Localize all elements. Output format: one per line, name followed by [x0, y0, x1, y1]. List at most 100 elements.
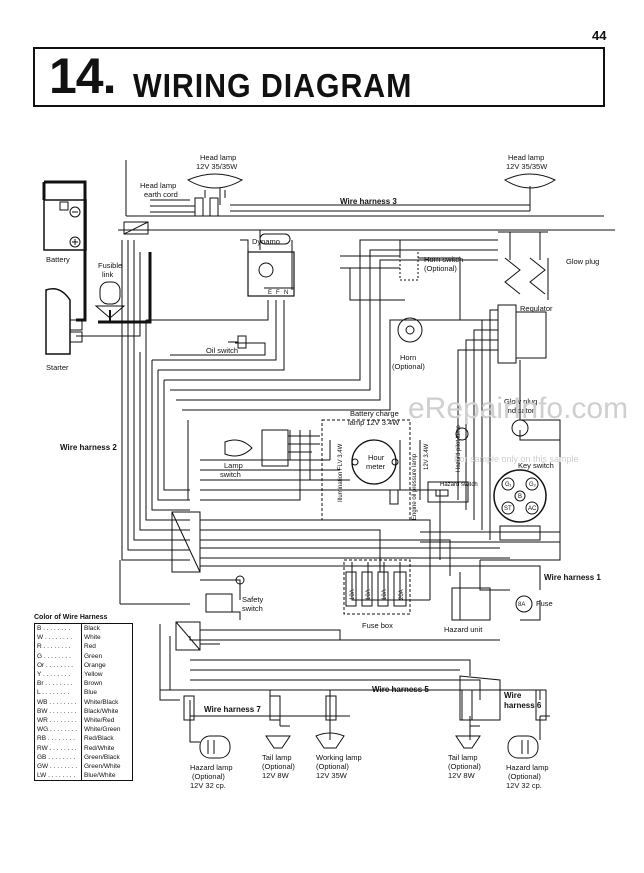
- hazard-lamp-left: [199, 735, 231, 759]
- legend-row: LW . . . . . . . .Blue/White: [34, 771, 133, 781]
- legend-row: GW . . . . . . . .Green/White: [34, 761, 133, 771]
- label-hazard-lamp-l2: (Optional): [192, 772, 225, 781]
- components: [43, 173, 557, 759]
- label-horn-1: Horn: [400, 353, 416, 362]
- fuse-2-rating: 10A: [366, 589, 372, 600]
- label-battery: Battery: [46, 255, 70, 264]
- label-battery-charge-2: lamp 12V 3.4W: [348, 418, 400, 427]
- label-regulator: Regulator: [520, 304, 553, 313]
- label-horn-2: (Optional): [392, 362, 425, 371]
- wire-color-legend: Color of Wire Harness B . . . . . . . .B…: [34, 614, 133, 782]
- label-working-lamp-2: (Optional): [316, 762, 349, 771]
- label-working-lamp-3: 12V 35W: [316, 771, 348, 780]
- label-starter: Starter: [46, 363, 69, 372]
- label-tail-lamp-l3: 12V 8W: [262, 771, 290, 780]
- label-hazard-lamp-r3: 12V 32 cp.: [506, 781, 542, 790]
- hazard-lamp-right: [507, 735, 539, 759]
- legend-row: Y . . . . . . . .Yellow: [34, 669, 133, 680]
- label-tail-lamp-r1: Tail lamp: [448, 753, 478, 762]
- legend-color-name: White/Black: [84, 698, 119, 706]
- fuse-box-body: [343, 559, 411, 615]
- label-wire-harness-2: Wire harness 2: [60, 443, 117, 452]
- hazard-unit-body: [451, 587, 491, 621]
- watermark: eRepairInfo.com: [408, 392, 629, 425]
- legend-color-name: Green/White: [84, 762, 121, 770]
- legend-code: BW . . . . . . . .: [34, 706, 82, 716]
- tail-lamp-right: [455, 735, 481, 749]
- label-oil-switch: Oil switch: [206, 346, 238, 355]
- label-hazard-lamp-r2: (Optional): [508, 772, 541, 781]
- glow-indicator-body: [511, 419, 529, 437]
- fuse-4-rating: 20A: [399, 589, 405, 600]
- legend-color-name: Green/Black: [84, 753, 120, 761]
- legend-row: BW . . . . . . . .Black/White: [34, 706, 133, 716]
- label-wire-harness-6a: Wire: [504, 691, 522, 700]
- legend-color-name: Orange: [84, 661, 106, 669]
- legend-code: L . . . . . . . .: [34, 688, 82, 698]
- label-head-lamp-left-spec: 12V 35/35W: [196, 162, 238, 171]
- page-title: WIRING DIAGRAM: [133, 67, 413, 104]
- label-wire-harness-6b: harness 6: [504, 701, 542, 710]
- label-tail-lamp-l2: (Optional): [262, 762, 295, 771]
- label-glow-ind-1: Glow plug: [504, 397, 537, 406]
- label-hour-meter-1: Hour: [368, 453, 385, 462]
- legend-color-name: White/Red: [84, 716, 115, 724]
- wires: [42, 160, 615, 743]
- legend-code: Br . . . . . . . .: [34, 679, 82, 689]
- key-terminal-st: ST: [504, 506, 512, 512]
- legend-row: GB . . . . . . . .Green/Black: [34, 752, 133, 762]
- legend-row: W . . . . . . . .White: [34, 633, 133, 643]
- key-terminal-b: B: [518, 494, 522, 500]
- label-oil-pressure-spec: 12V 3.4W: [424, 443, 430, 470]
- label-head-lamp-left: Head lamp: [200, 153, 236, 162]
- title-box: 14. WIRING DIAGRAM: [33, 47, 605, 107]
- label-horn-switch-1: Horn switch: [424, 255, 463, 264]
- legend-color-name: Red/White: [84, 744, 115, 752]
- legend-color-name: Black: [84, 625, 100, 633]
- legend-color-name: Green: [84, 652, 103, 660]
- label-hazard-unit: Hazard unit: [444, 625, 483, 634]
- label-wire-harness-3: Wire harness 3: [340, 197, 397, 206]
- legend-code: WB . . . . . . . .: [34, 697, 82, 707]
- label-battery-charge-1: Battery charge: [350, 409, 399, 418]
- head-lamp-right: [503, 173, 557, 189]
- fuse-8a-rating: 8A: [518, 602, 525, 608]
- label-hazard-pilot: Hazard pilot lamp: [456, 425, 462, 472]
- label-fuse-box: Fuse box: [362, 621, 393, 630]
- section-number: 14.: [49, 48, 117, 104]
- label-wire-harness-5: Wire harness 5: [372, 685, 429, 694]
- label-horn-switch-2: (Optional): [424, 264, 457, 273]
- label-glow-plug: Glow plug: [566, 257, 599, 266]
- label-earth-cord-2: earth cord: [144, 190, 178, 199]
- legend-color-name: Yellow: [84, 671, 103, 679]
- legend-color-name: Brown: [84, 680, 103, 688]
- label-head-lamp-right-spec: 12V 35/35W: [506, 162, 548, 171]
- dynamo-terminal-n: N: [284, 290, 288, 296]
- component-labels: Head lamp 12V 35/35W Head lamp 12V 35/35…: [46, 153, 601, 790]
- page-number: 44: [592, 28, 607, 43]
- legend-row: WB . . . . . . . .White/Black: [34, 697, 133, 707]
- label-safety-2: switch: [242, 604, 263, 613]
- legend-code: R . . . . . . . .: [34, 642, 82, 652]
- label-hazard-lamp-l3: 12V 32 cp.: [190, 781, 226, 790]
- tail-lamp-left: [265, 735, 291, 749]
- legend-code: GW . . . . . . . .: [34, 761, 82, 771]
- battery-body: [43, 199, 87, 251]
- legend-row: R . . . . . . . .Red: [34, 642, 133, 652]
- legend-code: B . . . . . . . .: [34, 623, 82, 634]
- legend-color-name: White: [84, 634, 101, 642]
- label-hour-meter-2: meter: [366, 462, 386, 471]
- legend-code: Y . . . . . . . .: [34, 669, 82, 680]
- label-fusible-1: Fusible: [98, 261, 122, 270]
- label-oil-pressure: Engine oil pressure lamp: [412, 453, 418, 520]
- fuse-3-rating: 10A: [382, 589, 388, 600]
- legend-color-name: Red: [84, 643, 96, 651]
- working-lamp: [315, 732, 345, 749]
- legend-code: W . . . . . . . .: [34, 633, 82, 643]
- key-switch-body: [493, 469, 547, 523]
- legend-code: WG . . . . . . . .: [34, 725, 82, 735]
- regulator-body: [497, 304, 517, 364]
- label-tail-lamp-r3: 12V 8W: [448, 771, 476, 780]
- key-terminal-g1: G₁: [505, 482, 512, 488]
